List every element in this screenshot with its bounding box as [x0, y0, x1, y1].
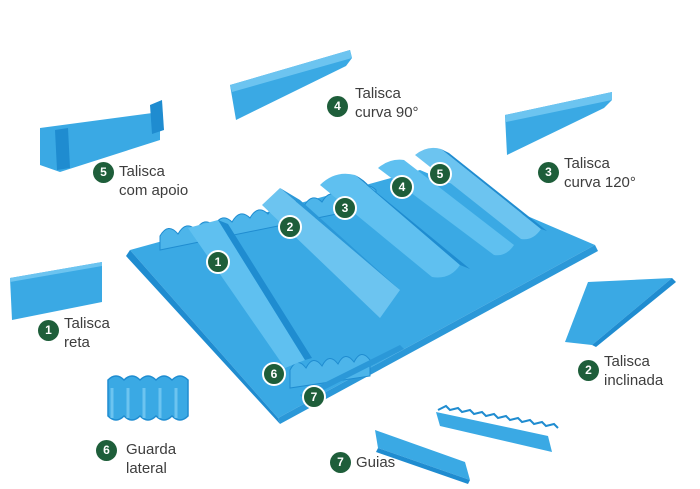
belt-base-edge	[126, 250, 280, 424]
callout-badge-2: 2	[578, 360, 599, 381]
part-flight-curve-120-lip	[505, 92, 612, 122]
part-guide-rail-short-shade	[376, 448, 470, 484]
part-flight-straight-top	[10, 262, 102, 282]
belt-guide-rail	[300, 345, 404, 400]
part-flight-curve-90-lip	[230, 50, 352, 92]
belt-flight-3-shade	[355, 175, 470, 269]
belt-flight-1-shade	[218, 220, 312, 360]
part-guide-rail-long-teeth	[437, 404, 559, 429]
part-flight-with-support-bracket	[55, 128, 70, 170]
callout-badge-4: 4	[327, 96, 348, 117]
part-flight-inclined-shade	[592, 278, 676, 347]
belt-side-guard-front	[289, 354, 371, 389]
belt-marker-3: 3	[333, 196, 357, 220]
part-flight-curve-120	[505, 92, 612, 155]
belt-flight-2-shade	[280, 188, 400, 290]
part-guide-rail-short	[375, 430, 470, 480]
belt-base-edge-right	[278, 245, 598, 424]
part-side-guard-highlight	[110, 388, 178, 418]
callout-badge-1: 1	[38, 320, 59, 341]
part-guide-rail-long	[436, 412, 552, 452]
belt-marker-2: 2	[278, 215, 302, 239]
belt-flight-3	[320, 173, 460, 278]
callout-label-7: Guias	[356, 454, 396, 471]
belt-marker-6: 6	[262, 362, 286, 386]
belt-marker-5: 5	[428, 162, 452, 186]
belt-flight-5-shade	[441, 149, 547, 231]
callout-badge-6: 6	[96, 440, 117, 461]
belt-marker-1: 1	[206, 250, 230, 274]
callout-badge-7: 7	[330, 452, 351, 473]
callout-badge-3: 3	[538, 162, 559, 183]
part-flight-with-support	[40, 112, 160, 172]
callout-badge-5: 5	[93, 162, 114, 183]
part-flight-curve-90	[230, 50, 352, 120]
belt-marker-7: 7	[302, 385, 326, 409]
part-flight-inclined	[565, 278, 672, 345]
part-flight-with-support-bracket-2	[150, 100, 164, 134]
belt-marker-4: 4	[390, 175, 414, 199]
